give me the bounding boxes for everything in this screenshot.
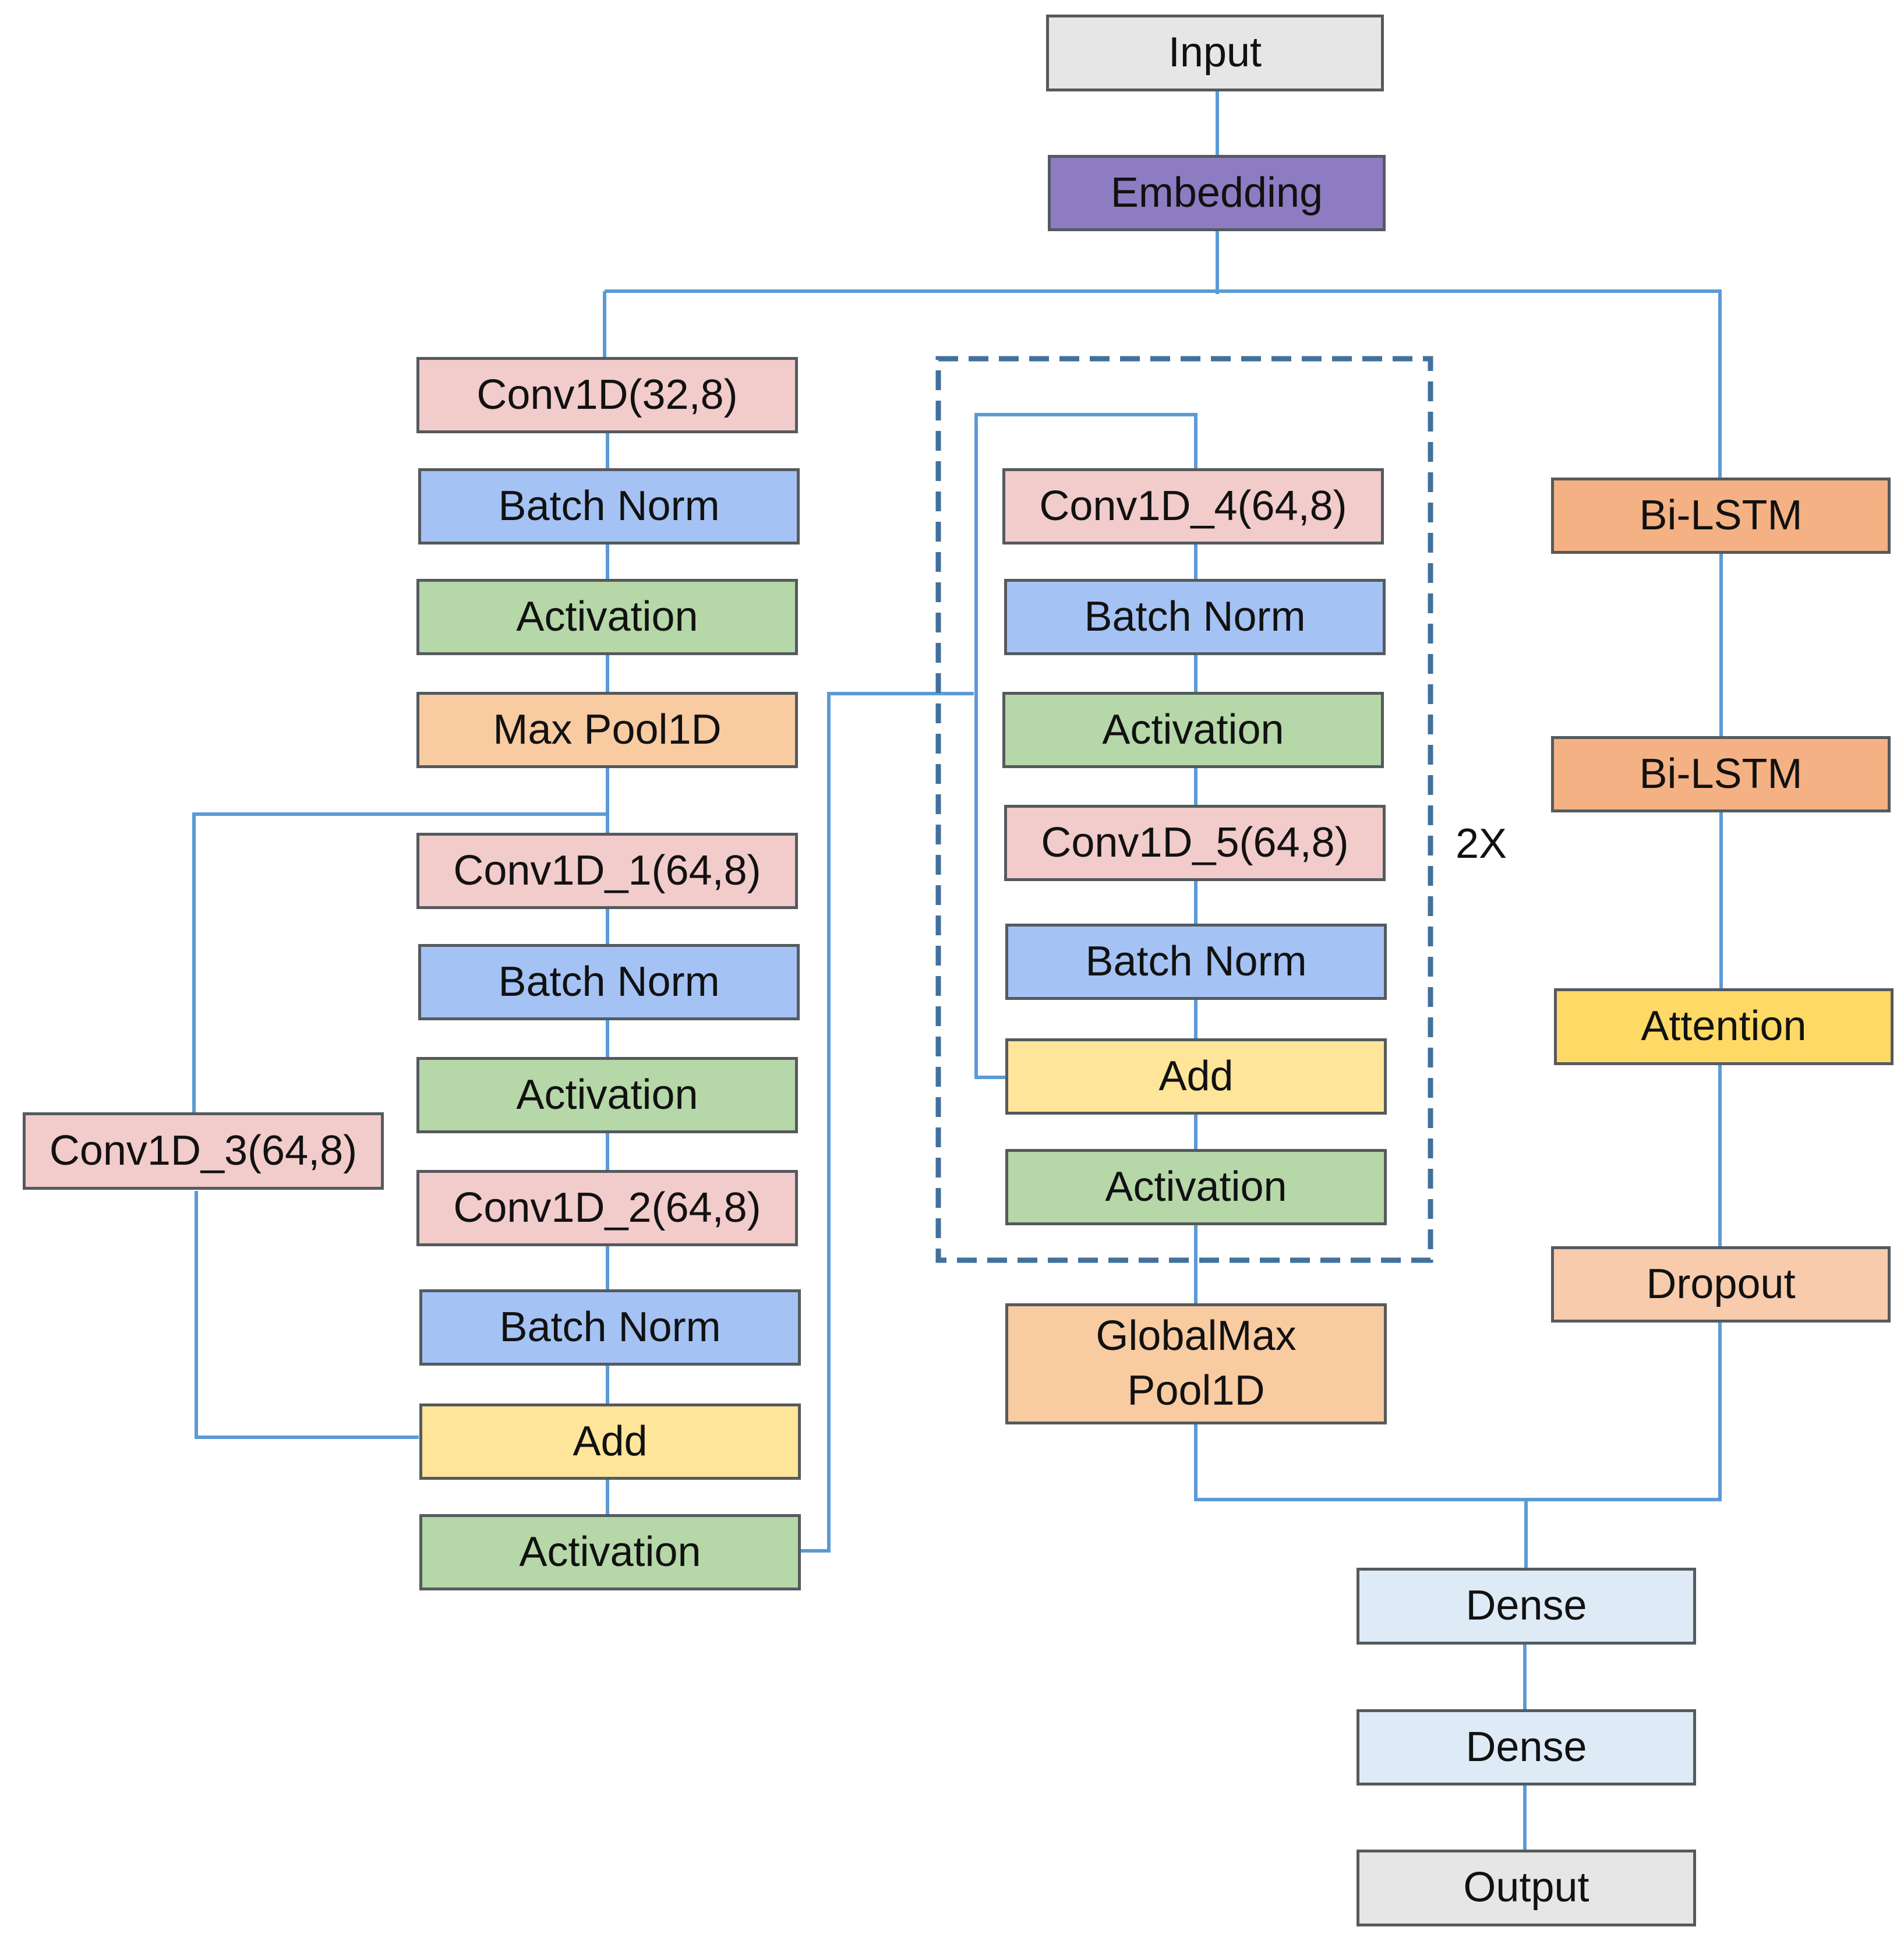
left-batch-norm-3-node: Batch Norm <box>419 1289 801 1366</box>
global-max-pool-node: GlobalMax Pool1D <box>1005 1303 1387 1424</box>
wire-split-bus <box>605 289 1722 479</box>
global-max-pool-label-line1: GlobalMax <box>1096 1313 1297 1360</box>
dense-1-node: Dense <box>1357 1568 1696 1645</box>
bilstm-1-node: Bi-LSTM <box>1551 478 1891 554</box>
left-activation-2-node: Activation <box>416 1057 798 1133</box>
attention-node: Attention <box>1554 988 1894 1065</box>
input-node: Input <box>1046 15 1384 91</box>
left-batch-norm-2-node: Batch Norm <box>418 944 800 1020</box>
wire-left-skip-return <box>195 1191 419 1439</box>
left-activation-3-node: Activation <box>419 1514 801 1590</box>
wire-middle-skip <box>974 413 1197 1079</box>
middle-batch-norm-2-node: Batch Norm <box>1005 924 1387 1000</box>
conv1d-node: Conv1D(32,8) <box>416 357 798 433</box>
bilstm-2-node: Bi-LSTM <box>1551 736 1891 812</box>
conv1d-5-node: Conv1D_5(64,8) <box>1004 805 1386 881</box>
global-max-pool-label-line2: Pool1D <box>1127 1367 1265 1414</box>
max-pool-node: Max Pool1D <box>416 692 798 768</box>
wire-merge <box>1194 1323 1722 1501</box>
repeat-block-outline <box>935 356 1433 1263</box>
middle-activation-1-node: Activation <box>1002 692 1384 768</box>
output-node: Output <box>1357 1850 1696 1926</box>
repeat-count-label: 2X <box>1456 821 1507 867</box>
dense-2-node: Dense <box>1357 1709 1696 1786</box>
left-batch-norm-1-node: Batch Norm <box>418 468 800 545</box>
conv1d-1-node: Conv1D_1(64,8) <box>416 833 798 909</box>
middle-activation-2-node: Activation <box>1005 1149 1387 1225</box>
conv1d-2-node: Conv1D_2(64,8) <box>416 1170 798 1246</box>
left-add-node: Add <box>419 1403 801 1480</box>
wire-left-to-middle <box>800 692 974 1553</box>
left-activation-1-node: Activation <box>416 579 798 655</box>
embedding-node: Embedding <box>1048 155 1386 231</box>
dropout-node: Dropout <box>1551 1246 1891 1323</box>
conv1d-3-node: Conv1D_3(64,8) <box>23 1112 384 1190</box>
conv1d-4-node: Conv1D_4(64,8) <box>1002 468 1384 545</box>
middle-batch-norm-1-node: Batch Norm <box>1004 579 1386 655</box>
wire-left-skip-tap <box>192 812 607 1112</box>
middle-add-node: Add <box>1005 1038 1387 1115</box>
